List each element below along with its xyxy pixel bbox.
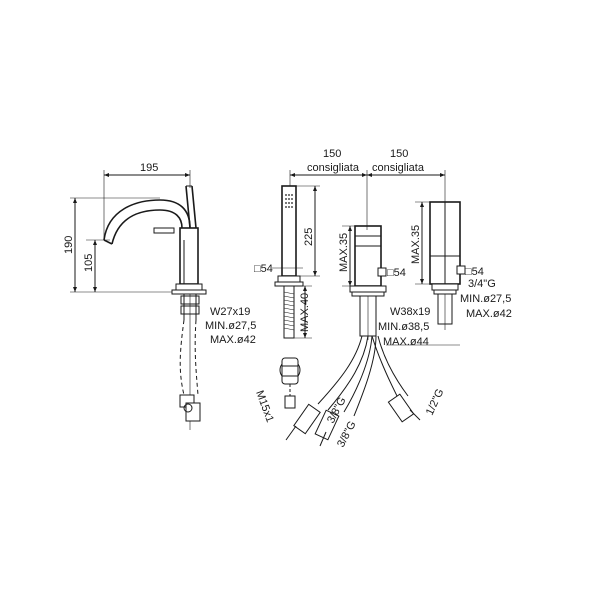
basin-mixer-side-view: 195 190 105 <box>63 162 207 430</box>
dim-195: 195 <box>140 162 158 174</box>
dim-max40: MAX.40 <box>299 293 311 332</box>
hoses-and-specs: M15x1 3/8"G 3/8"G 1/2"G W27x19 MIN.ø27,5… <box>205 278 512 449</box>
dim-225: 225 <box>303 228 315 246</box>
tap-spec-max: MAX.ø42 <box>210 334 256 346</box>
dim-150-right: 150 <box>390 148 408 160</box>
spout-spec-min: MIN.ø38,5 <box>378 321 429 333</box>
dim-max35-right: MAX.35 <box>410 225 422 264</box>
dim-105: 105 <box>83 254 95 272</box>
dim-190: 190 <box>63 236 75 254</box>
shower-square-54: □54 <box>254 263 273 275</box>
tap-spec-min: MIN.ø27,5 <box>205 320 256 332</box>
dim-150-left: 150 <box>323 148 341 160</box>
shower-shank-thread <box>283 291 295 331</box>
spout-spec-max: MAX.ø44 <box>383 336 429 348</box>
consigliata-right: consigliata <box>372 162 425 174</box>
hose-m15x1: M15x1 <box>253 389 276 424</box>
right-spec-max: MAX.ø42 <box>466 308 512 320</box>
hand-shower-view: 225 □54 MAX.40 <box>254 185 320 409</box>
right-spec-min: MIN.ø27,5 <box>460 293 511 305</box>
spout-spec-w: W38x19 <box>390 306 430 318</box>
right-spec-thread: 3/4"G <box>468 278 496 290</box>
consigliata-left: consigliata <box>307 162 360 174</box>
hose-12g: 1/2"G <box>424 387 447 417</box>
spout-square-54: □54 <box>387 267 406 279</box>
diverter-view: 150 consigliata MAX.35 □54 <box>367 148 484 330</box>
right-square-54: □54 <box>465 266 484 278</box>
tap-spec-w: W27x19 <box>210 306 250 318</box>
bath-spout-view: 150 consigliata MAX.35 □54 <box>289 148 460 346</box>
shower-nozzles <box>285 194 293 208</box>
dim-max35-left: MAX.35 <box>338 233 350 272</box>
hose-38g-b: 3/8"G <box>335 419 359 449</box>
